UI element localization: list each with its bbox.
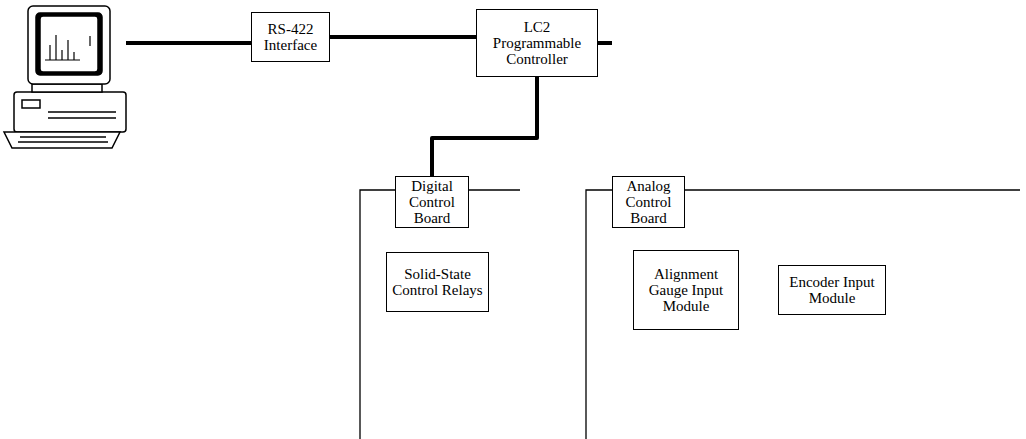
controller-box: LC2 Programmable Controller (476, 9, 598, 77)
connector-line (598, 41, 612, 45)
node-label: Analog Control Board (618, 178, 679, 226)
analog-region-outline (684, 189, 1020, 190)
board-box: Analog Control Board (612, 176, 685, 228)
board-box: Digital Control Board (395, 176, 469, 228)
node-label: Digital Control Board (401, 178, 463, 226)
computer-icon (4, 6, 126, 148)
node-label: Alignment Gauge Input Module (639, 266, 733, 314)
analog-region-outline (586, 190, 612, 439)
connector-line (432, 77, 537, 176)
digital-region-outline (468, 189, 520, 190)
connector-line (330, 35, 476, 39)
node-label: Solid-State Control Relays (392, 266, 483, 298)
interface-box: RS-422 Interface (251, 12, 330, 62)
node-label: RS-422 Interface (257, 21, 324, 53)
serial-cable (126, 41, 251, 45)
module-box: Encoder Input Module (778, 265, 886, 315)
node-label: LC2 Programmable Controller (482, 19, 592, 67)
module-box: Alignment Gauge Input Module (633, 250, 739, 330)
module-box: Solid-State Control Relays (386, 252, 489, 312)
digital-region-outline (360, 190, 395, 439)
node-label: Encoder Input Module (784, 274, 880, 306)
